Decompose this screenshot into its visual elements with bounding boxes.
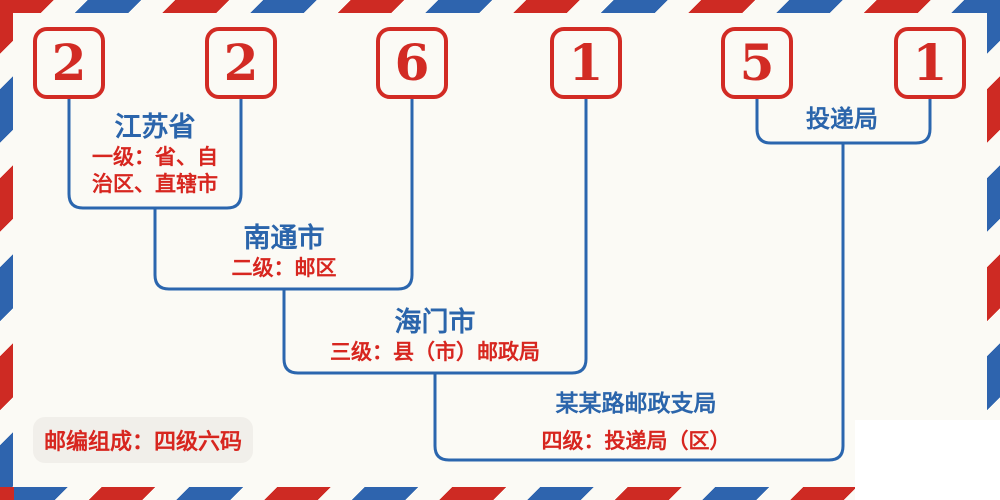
level1-region-name: 江苏省 xyxy=(114,112,196,143)
digit-box-6: 1 xyxy=(894,27,966,99)
level1-label-group: 江苏省 一级：省、自 治区、直辖市 xyxy=(92,112,218,197)
airmail-border-right xyxy=(987,0,1000,500)
composition-badge: 邮编组成：四级六码 xyxy=(33,417,253,463)
digit-box-2: 2 xyxy=(205,27,277,99)
digit-box-3: 6 xyxy=(376,27,448,99)
level2-region-name: 南通市 xyxy=(243,223,325,254)
level3-label-group: 海门市 三级：县（市）邮政局 xyxy=(330,307,540,366)
airmail-border-left xyxy=(0,0,13,500)
airmail-border-bottom xyxy=(0,487,1000,500)
level2-label-group: 南通市 二级：邮区 xyxy=(232,223,337,282)
digit-5: 5 xyxy=(739,33,775,92)
level2-description: 二级：邮区 xyxy=(231,256,337,281)
level4-description: 四级：投递局（区） xyxy=(541,428,731,453)
delivery-office-name: 投递局 xyxy=(806,105,878,133)
digit-box-1: 2 xyxy=(33,27,105,99)
delivery-office-label-group: 投递局 xyxy=(806,105,878,134)
level1-description-line2: 治区、直辖市 xyxy=(92,171,218,196)
digit-2: 2 xyxy=(223,33,259,92)
bracket-level4 xyxy=(433,143,845,462)
digit-6: 1 xyxy=(912,33,948,92)
bottom-right-blank-patch xyxy=(855,420,1000,500)
level3-description: 三级：县（市）邮政局 xyxy=(330,340,540,365)
digit-1: 2 xyxy=(51,33,87,92)
digit-3: 6 xyxy=(394,33,430,92)
level4-label-group: 某某路邮政支局 四级：投递局（区） xyxy=(542,391,731,454)
level4-branch-name: 某某路邮政支局 xyxy=(555,391,717,417)
digit-4: 1 xyxy=(568,33,604,92)
airmail-border-top xyxy=(0,0,1000,13)
digit-box-5: 5 xyxy=(721,27,793,99)
digit-box-4: 1 xyxy=(550,27,622,99)
composition-badge-text: 邮编组成：四级六码 xyxy=(43,430,242,455)
level1-description-line1: 一级：省、自 xyxy=(92,145,218,170)
level3-region-name: 海门市 xyxy=(394,307,476,338)
